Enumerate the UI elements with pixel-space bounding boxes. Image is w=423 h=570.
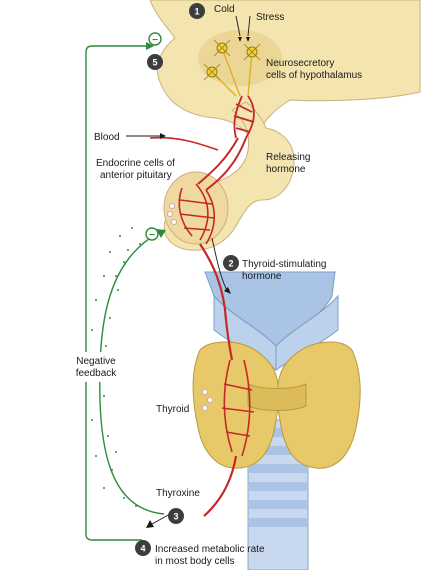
hypothalamus-tissue	[149, 0, 421, 141]
label-tsh-1: Thyroid-stimulating	[242, 259, 326, 270]
label-endocrine-1: Endocrine cells of	[96, 158, 175, 169]
svg-text:2: 2	[228, 259, 233, 269]
step-5-badge: 5	[147, 54, 163, 70]
capillary-network-hypothalamus	[233, 95, 255, 139]
arrowhead-blood	[160, 133, 166, 139]
capillary-network-pituitary	[178, 183, 216, 245]
capillary-network-thyroid	[221, 359, 255, 457]
negative-feedback-loop-outer	[85, 42, 154, 541]
svg-text:5: 5	[152, 58, 157, 68]
label-tsh-2: hormone	[242, 271, 282, 282]
label-cold: Cold	[214, 4, 235, 15]
step-1-badge: 1	[189, 3, 205, 19]
arrowhead-stress	[246, 37, 250, 42]
portal-vessels	[197, 137, 247, 191]
svg-text:−: −	[152, 35, 158, 46]
svg-text:4: 4	[140, 544, 145, 554]
label-releasing-1: Releasing	[266, 152, 310, 163]
label-negative-feedback-1: Negative	[76, 356, 116, 367]
label-metabolic-2: in most body cells	[155, 556, 234, 567]
label-stress: Stress	[256, 12, 284, 23]
step-3-badge: 3	[168, 508, 184, 524]
inhibit-sign-middle: −	[145, 227, 159, 241]
inhibit-sign-top: −	[148, 32, 162, 46]
svg-text:−: −	[149, 230, 155, 241]
step-4-badge: 4	[135, 540, 151, 556]
endocrine-cells	[166, 202, 177, 225]
arrowhead-tsh	[224, 287, 231, 294]
thyroid-cartilage	[204, 271, 339, 371]
label-neurosecretory-2: cells of hypothalamus	[266, 70, 362, 81]
label-blood: Blood	[94, 132, 120, 143]
label-metabolic-1: Increased metabolic rate	[155, 544, 265, 555]
label-endocrine-2: anterior pituitary	[100, 170, 172, 181]
negative-feedback-loop-inner	[99, 229, 166, 515]
negative-feedback-label-bg	[68, 352, 124, 382]
label-releasing-2: hormone	[266, 164, 306, 175]
arrowhead-step4	[146, 520, 154, 528]
label-thyroxine: Thyroxine	[156, 488, 200, 499]
svg-text:3: 3	[173, 512, 178, 522]
pituitary-gland	[163, 101, 295, 251]
step-2-badge: 2	[223, 255, 239, 271]
label-neurosecretory-1: Neurosecretory	[266, 58, 334, 69]
arrowhead-cold	[238, 37, 242, 42]
thyroxine-dots	[89, 227, 141, 507]
label-negative-feedback-2: feedback	[76, 368, 118, 379]
blood-vessel-main	[149, 136, 238, 517]
neurosecretory-cells	[203, 39, 261, 97]
svg-text:1: 1	[194, 7, 199, 17]
thyroid-follicles	[201, 388, 213, 411]
thyroid-gland	[192, 341, 361, 469]
label-thyroid: Thyroid	[156, 404, 189, 415]
